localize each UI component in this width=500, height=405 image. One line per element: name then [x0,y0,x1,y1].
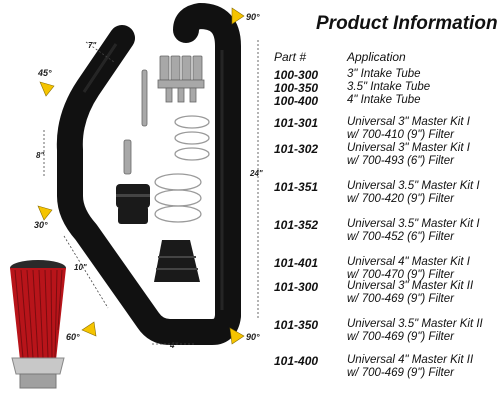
angle-label-top-right: 90° [246,12,260,22]
angle-label-left-upper: 45° [37,68,52,78]
application: Universal 4" Master Kit I w/ 700-470 (9"… [347,256,470,281]
part-number: 101-351 [274,180,319,194]
mounting-brackets [123,55,205,175]
column-header-part: Part # [274,50,307,64]
part-number: 101-352 [274,218,319,232]
application: Universal 4" Master Kit II w/ 700-469 (9… [347,354,474,379]
intake-kit-illustration: 90° 45° 30° 60° 90° 7" 8" 24" 10" 4" [10,3,263,389]
dimension-label-left: 8" [36,151,44,160]
part-number: 100-350 [274,81,319,95]
dimension-label-top: 7" [88,41,96,50]
panel-title: Product Information [316,13,498,34]
part-number: 100-300 [274,68,319,82]
dimension-label-right: 24" [249,169,263,178]
hose-clamps [154,115,210,223]
application: 3" Intake Tube [347,68,421,80]
application: Universal 3.5" Master Kit I w/ 700-420 (… [347,180,480,205]
rubber-couplers [116,184,200,282]
dimension-label-lower-left: 10" [74,263,87,272]
intake-tube [56,3,241,345]
angle-arrows [37,7,245,345]
application: 3.5" Intake Tube [347,81,431,93]
angle-label-bottom-left: 60° [66,332,80,342]
cone-air-filter [10,260,66,389]
angle-label-left-middle: 30° [34,220,48,230]
part-number: 101-301 [274,116,319,130]
application: Universal 3" Master Kit II w/ 700-469 (9… [347,280,474,305]
part-number: 101-400 [274,354,319,368]
application: 4" Intake Tube [347,94,421,106]
part-number: 101-350 [274,318,319,332]
part-number: 101-300 [274,280,319,294]
application: Universal 3" Master Kit I w/ 700-410 (9"… [347,116,470,141]
dimension-label-bottom: 4" [169,341,178,350]
part-number: 101-401 [274,256,319,270]
angle-label-bottom-right: 90° [246,332,260,342]
column-header-application: Application [347,50,406,64]
application: Universal 3.5" Master Kit II w/ 700-469 … [347,318,483,343]
part-number: 101-302 [274,142,319,156]
part-number: 100-400 [274,94,319,108]
application: Universal 3" Master Kit I w/ 700-493 (6"… [347,142,470,167]
application: Universal 3.5" Master Kit I w/ 700-452 (… [347,218,480,243]
